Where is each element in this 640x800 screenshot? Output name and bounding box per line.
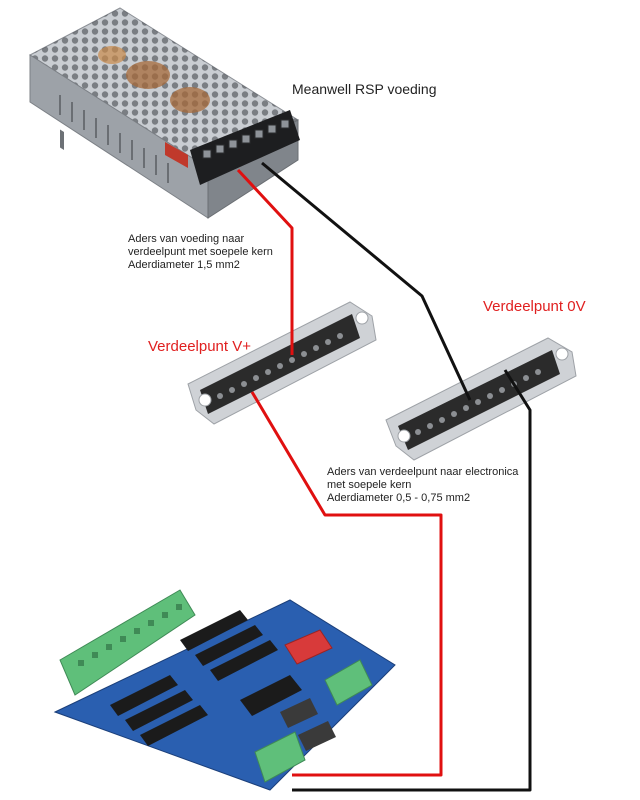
psu-wire-note: Aders van voeding naar verdeelpunt met s… bbox=[128, 233, 273, 272]
distribution-block-0v bbox=[385, 337, 577, 461]
psu-title: Meanwell RSP voeding bbox=[292, 81, 437, 97]
electronics-wire-note-line-3: Aderdiameter 0,5 - 0,75 mm2 bbox=[327, 492, 471, 504]
electronics-wire-note: Aders van verdeelpunt naar electronica m… bbox=[327, 466, 518, 505]
electronics-wire-note-line-2: met soepele kern bbox=[327, 479, 412, 491]
psu-unit bbox=[29, 7, 300, 219]
psu-wire-note-line-3: Aderdiameter 1,5 mm2 bbox=[128, 259, 240, 271]
electronics-board bbox=[53, 589, 396, 791]
negative-wire bbox=[261, 161, 532, 792]
positive-wire-psu-to-vplus bbox=[236, 168, 294, 355]
distribution-0v-label: Verdeelpunt 0V bbox=[483, 298, 586, 315]
negative-wire-0v-to-board bbox=[292, 369, 532, 792]
electronics-wire-note-line-1: Aders van verdeelpunt naar electronica bbox=[327, 466, 519, 478]
distribution-vplus-label: Verdeelpunt V+ bbox=[148, 338, 252, 355]
positive-wire-vplus-to-board bbox=[250, 391, 443, 777]
positive-wire bbox=[236, 168, 443, 777]
negative-wire-psu-to-0v bbox=[261, 161, 472, 401]
distribution-block-vplus bbox=[187, 301, 377, 425]
psu-wire-note-line-2: verdeelpunt met soepele kern bbox=[128, 246, 273, 258]
psu-wire-note-line-1: Aders van voeding naar bbox=[128, 233, 245, 245]
